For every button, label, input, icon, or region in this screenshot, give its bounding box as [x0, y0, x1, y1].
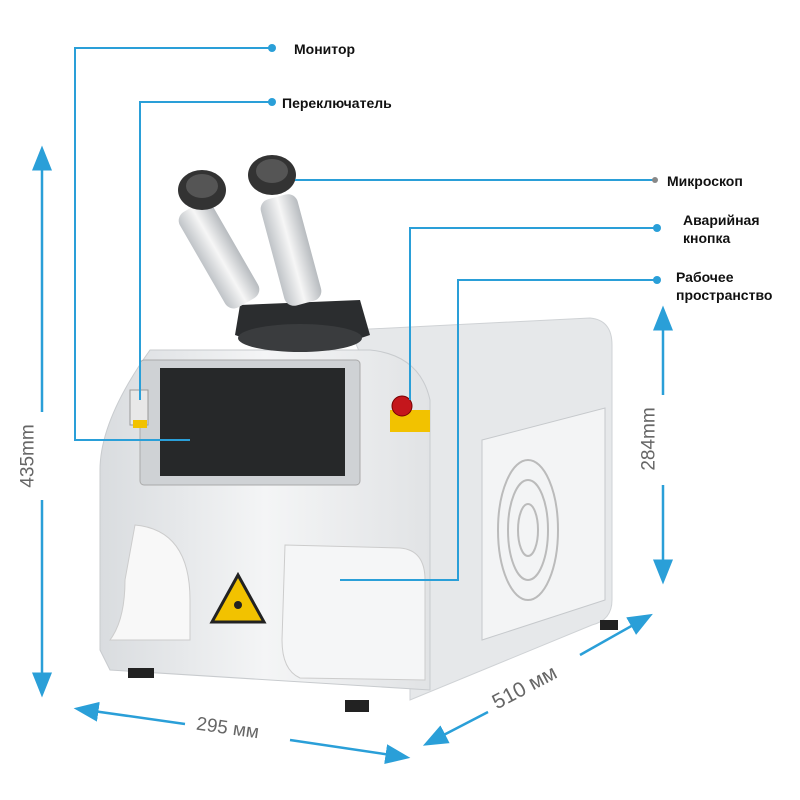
callout-emergency-line1: Аварийная	[683, 212, 760, 228]
workspace-opening	[281, 544, 426, 681]
emergency-button	[391, 395, 413, 417]
monitor-screen	[160, 368, 345, 476]
callout-lines	[74, 47, 657, 581]
fan-grille	[497, 459, 559, 601]
callout-switch: Переключатель	[282, 95, 392, 111]
callout-workspace-line2: пространство	[676, 287, 773, 303]
callout-monitor: Монитор	[294, 41, 356, 57]
dimension-height: 435mm	[17, 424, 39, 488]
dimension-inner-height: 284mm	[638, 407, 660, 471]
laser-warning-sign	[209, 571, 267, 624]
microscope	[178, 155, 370, 352]
machine-front-body	[99, 349, 618, 712]
callout-microscope: Микроскоп	[667, 173, 743, 189]
callout-workspace-line1: Рабочее	[676, 269, 734, 285]
callout-workspace: Рабочее пространство	[676, 268, 772, 304]
callout-emergency-button: Аварийная кнопка	[683, 211, 760, 247]
dimension-arrows	[32, 145, 673, 765]
callout-emergency-line2: кнопка	[683, 230, 731, 246]
